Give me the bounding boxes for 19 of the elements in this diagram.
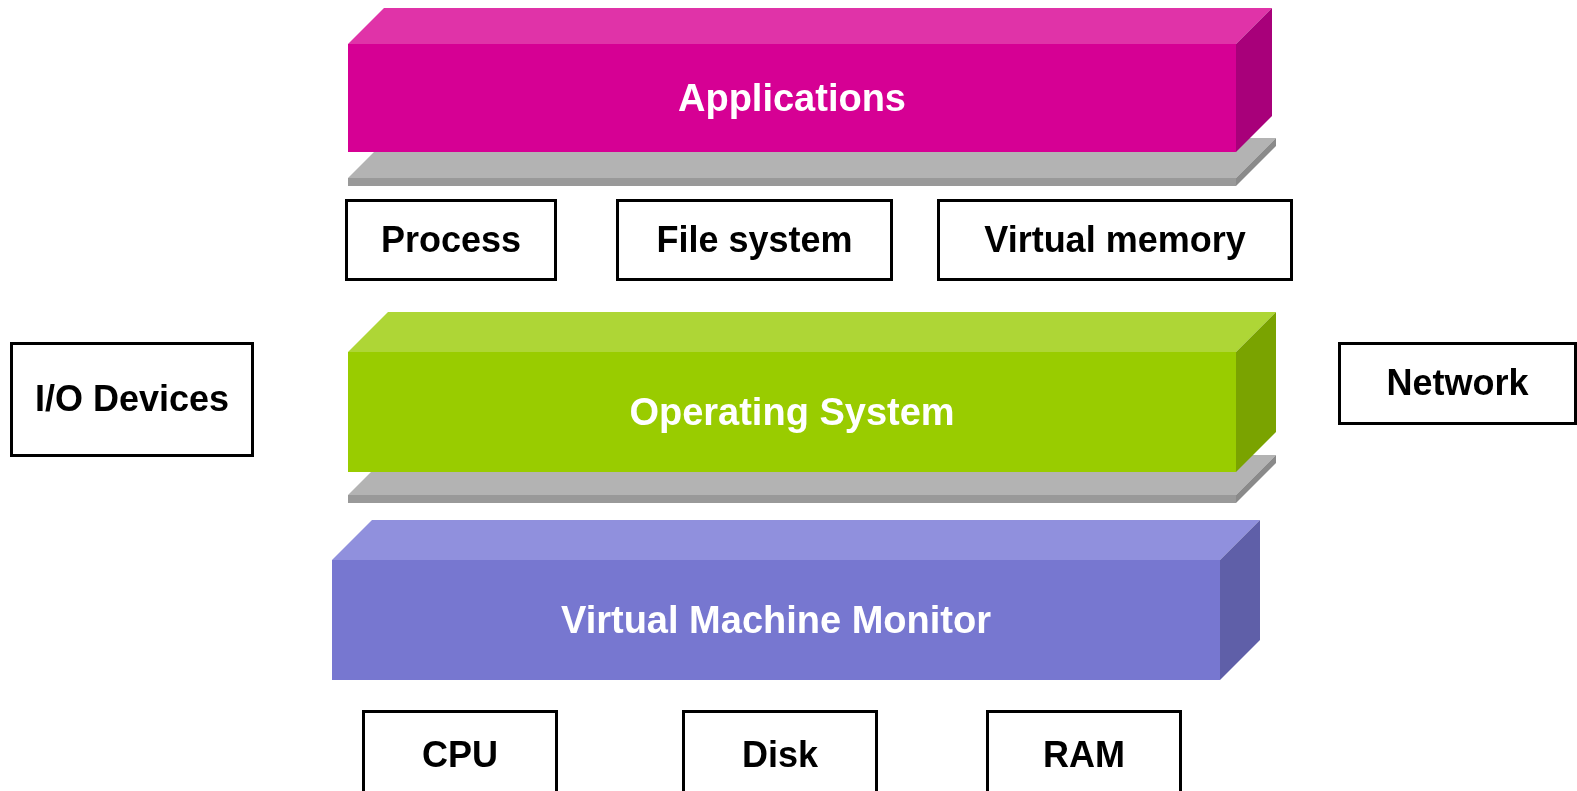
- component-box: [986, 710, 1182, 791]
- component-box: [937, 199, 1293, 281]
- component-label: Network: [1386, 361, 1529, 406]
- component-box: [616, 199, 893, 281]
- component-label: RAM: [1043, 732, 1125, 777]
- component-box: [345, 199, 557, 281]
- component-label: Process: [380, 217, 522, 262]
- component-label: File system: [656, 217, 853, 262]
- layer-label: Virtual Machine Monitor: [561, 598, 991, 642]
- component-label: Virtual memory: [984, 217, 1246, 262]
- layer-label: Applications: [678, 76, 906, 120]
- component-box: [1338, 342, 1577, 425]
- component-box: [682, 710, 878, 791]
- layer-label: Operating System: [629, 390, 955, 434]
- component-box: [362, 710, 558, 791]
- component-label: Disk: [741, 732, 818, 777]
- component-label: CPU: [422, 732, 498, 777]
- component-label: I/O Devices: [34, 377, 230, 422]
- component-box: [10, 342, 254, 457]
